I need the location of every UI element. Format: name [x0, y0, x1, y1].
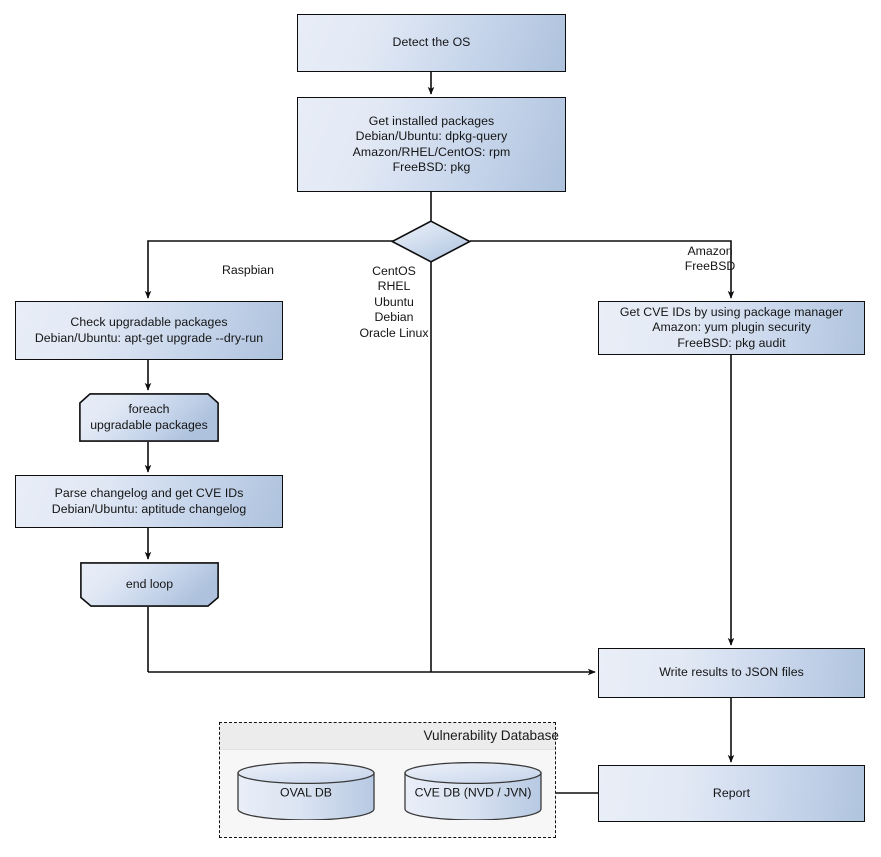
edge-label-raspbian: Raspbian — [222, 263, 274, 277]
loop-end-shape — [80, 562, 219, 607]
diamond-shape — [390, 220, 472, 263]
node-get-cve-ids[interactable]: Get CVE IDs by using package manager Ama… — [598, 301, 865, 355]
node-detect-os[interactable]: Detect the OS — [297, 14, 566, 72]
node-foreach-loop[interactable]: foreach upgradable packages — [79, 393, 219, 442]
edge-label-centos-group: CentOS RHEL Ubuntu Debian Oracle Linux — [359, 264, 429, 340]
loop-start-shape — [79, 393, 219, 442]
cylinder-shape — [404, 761, 542, 821]
database-label: CVE DB (NVD / JVN) — [414, 785, 532, 800]
database-oval-db[interactable]: OVAL DB — [237, 761, 375, 821]
node-report[interactable]: Report — [598, 765, 865, 822]
foreach-loop-label: foreach upgradable packages — [90, 402, 208, 432]
node-write-results[interactable]: Write results to JSON files — [598, 648, 865, 698]
database-label: OVAL DB — [280, 785, 332, 800]
edge-label-amazon-freebsd: Amazon FreeBSD — [684, 244, 736, 274]
package-title: Vulnerability Database — [423, 728, 559, 743]
node-parse-changelog[interactable]: Parse changelog and get CVE IDs Debian/U… — [15, 475, 283, 528]
package-header-band — [220, 723, 555, 750]
node-check-upgradable-packages[interactable]: Check upgradable packages Debian/Ubuntu:… — [15, 301, 283, 360]
node-get-installed-packages[interactable]: Get installed packages Debian/Ubuntu: dp… — [297, 97, 566, 192]
cylinder-shape — [237, 761, 375, 821]
end-loop-label: end loop — [125, 576, 174, 591]
node-end-loop[interactable]: end loop — [80, 562, 219, 607]
decision-diamond[interactable] — [390, 220, 472, 263]
database-cve-db[interactable]: CVE DB (NVD / JVN) — [404, 761, 542, 821]
